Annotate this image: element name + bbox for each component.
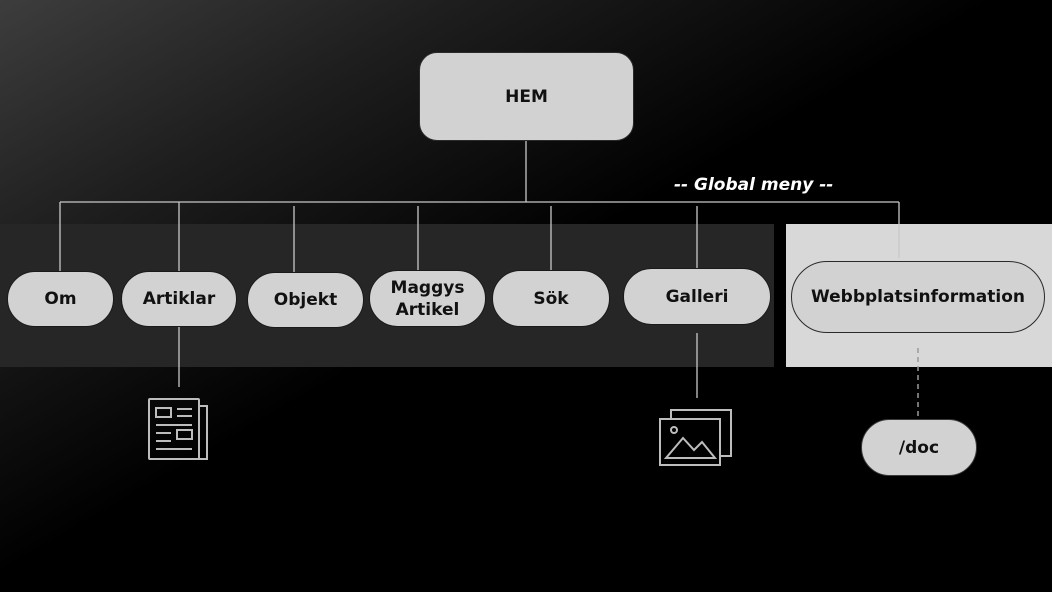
menu-item-om[interactable]: Om [7, 271, 114, 327]
menu-item-objekt[interactable]: Objekt [247, 272, 364, 328]
newspaper-icon [148, 398, 208, 460]
menu-item-galleri[interactable]: Galleri [623, 268, 771, 325]
home-node[interactable]: HEM [419, 52, 634, 141]
menu-item-artiklar[interactable]: Artiklar [121, 271, 237, 327]
global-menu-label: -- Global meny -- [674, 175, 834, 195]
menu-item-maggys-artikel[interactable]: Maggys Artikel [369, 270, 486, 327]
menu-item-sok[interactable]: Sök [492, 270, 610, 327]
menu-item-webbplatsinformation[interactable]: Webbplatsinformation [791, 261, 1045, 333]
doc-node[interactable]: /doc [861, 419, 977, 476]
image-gallery-icon [659, 409, 732, 466]
